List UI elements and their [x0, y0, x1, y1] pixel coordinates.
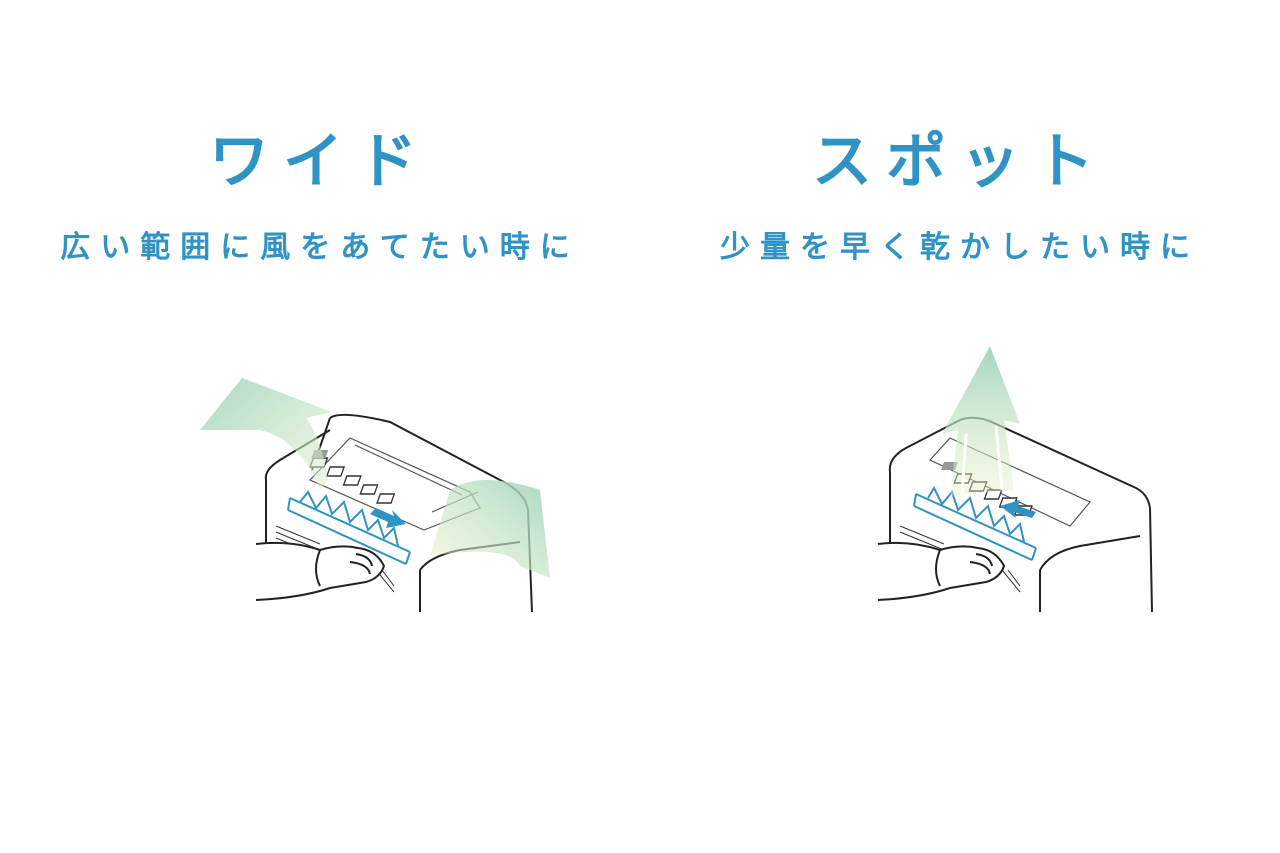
- dehumidifier-spot-diagram: [877, 346, 1153, 613]
- hand-illustration: [877, 541, 1006, 601]
- mode-panel-spot: スポット 少量を早く乾かしたい時に: [640, 0, 1280, 853]
- spot-mode-illustration: [770, 330, 1170, 620]
- airflow-arrow-up: [942, 346, 1020, 496]
- intake-grill: [899, 525, 1021, 593]
- top-panel: [929, 437, 1091, 527]
- wide-mode-illustration: [180, 330, 580, 620]
- airflow-guide-lines: [960, 425, 1004, 497]
- vent-louver: [913, 485, 1037, 561]
- mode-subtitle: 広い範囲に風をあてたい時に: [60, 230, 580, 265]
- mode-title: スポット: [812, 127, 1108, 197]
- mode-subtitle: 少量を早く乾かしたい時に: [720, 230, 1200, 265]
- airflow-arrow-left: [200, 378, 332, 490]
- vent-louver: [287, 490, 411, 565]
- hand-illustration: [255, 541, 386, 601]
- direction-arrow-left: [1000, 500, 1036, 518]
- airflow-arrow-right: [430, 480, 550, 578]
- direction-arrow-right: [370, 508, 406, 528]
- mode-title: ワイド: [209, 127, 431, 197]
- dehumidifier-wide-diagram: [200, 378, 550, 613]
- mode-panel-wide: ワイド 広い範囲に風をあてたい時に: [60, 127, 580, 620]
